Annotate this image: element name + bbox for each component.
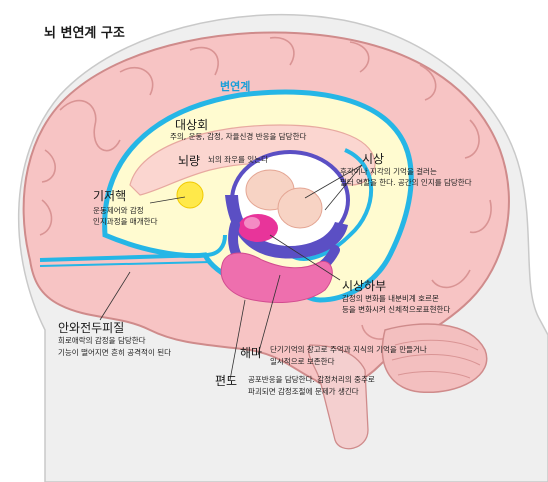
desc-amygdala-2: 파괴되면 감정조절에 문제가 생긴다	[248, 387, 359, 396]
label-basal: 기저핵	[93, 189, 127, 203]
label-amygdala: 편도	[215, 374, 238, 388]
mammillary-body	[238, 214, 278, 242]
desc-hypothalamus-1: 감정의 변화를 내분비계 호르몬	[342, 294, 439, 303]
label-corpus: 뇌량	[178, 154, 201, 168]
label-orbitofrontal: 안와전두피질	[58, 321, 125, 335]
fornix	[288, 148, 374, 261]
olfactory-tract-lower	[39, 261, 211, 267]
label-hypothalamus: 시상하부	[342, 279, 387, 293]
hypothalamus	[225, 195, 348, 259]
cerebellum-folds	[391, 339, 481, 379]
brainstem	[308, 344, 369, 450]
basal-nucleus	[176, 181, 204, 209]
desc-amygdala-1: 공포반응을 담당한다. 감정처리의 중추로	[248, 375, 375, 384]
desc-thalamus-2: 필터 역할을 한다. 공간의 인지를 담당한다	[340, 178, 472, 187]
desc-hypothalamus-2: 등을 변화시켜 신체적으로표현한다	[342, 305, 451, 314]
label-hippocampus: 해마	[240, 346, 263, 360]
diagram-title: 뇌 변연계 구조	[44, 26, 125, 41]
thalamus-core-2	[277, 187, 323, 229]
desc-basal-2: 인지과정을 매개한다	[93, 217, 158, 226]
desc-cingulate: 주의, 운동, 감정, 자율신경 반응을 담당한다	[170, 132, 307, 141]
label-limbic: 변연계	[220, 80, 251, 93]
desc-corpus: 뇌의 좌우를 잇는다	[208, 155, 268, 164]
desc-orbitofrontal-2: 기능이 떨어지면 흔히 공격적이 된다	[58, 348, 172, 357]
leader-lines	[99, 164, 363, 381]
amygdala	[220, 252, 333, 304]
olfactory-tract	[39, 234, 227, 262]
desc-basal-1: 운동제어와 감정	[93, 206, 144, 215]
desc-thalamus-1: 후각이나 지각의 기억을 걸러는	[340, 167, 437, 176]
label-thalamus: 시상	[362, 152, 385, 166]
desc-orbitofrontal-1: 희로애락의 감정을 담당한다	[58, 336, 146, 345]
label-cingulate: 대상회	[175, 118, 209, 132]
mammillary-highlight	[244, 217, 260, 229]
desc-hippocampus-2: 일시적으로 보존한다	[270, 357, 335, 366]
desc-hippocampus-1: 단기기억의 창고로 주억과 지식의 기억을 만들거나	[270, 345, 427, 354]
